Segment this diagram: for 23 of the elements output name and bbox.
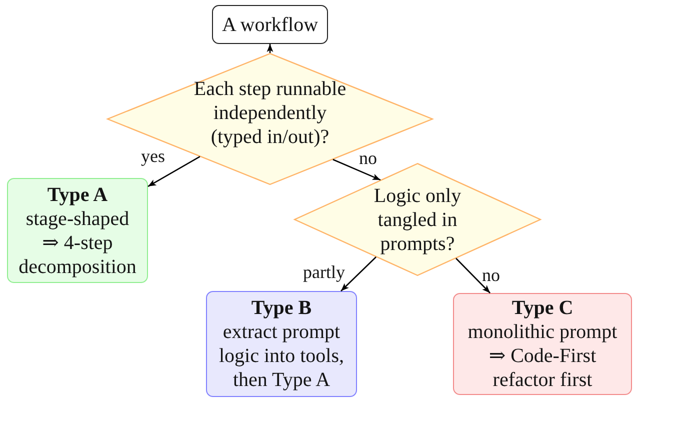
node-heading: Type B [251,296,312,320]
outcome-box [206,291,357,397]
arrow [340,256,376,292]
arrow [148,156,200,187]
node-heading: Type C [512,296,574,320]
outcome-box [7,178,148,283]
edge-label: no [482,265,500,285]
decision-question: Logic only tangled in prompts? [372,184,462,256]
decision-diamond [107,53,433,185]
outcome-box [453,293,632,395]
start-box [212,5,328,44]
node-text: monolithic prompt ⇒ Code-First refactor first [466,320,618,392]
node-text: stage-shaped ⇒ 4-step decomposition [18,206,138,278]
edge-label: yes [141,146,165,166]
edge-label: no [359,148,377,168]
arrow [332,158,381,181]
node-text: extract prompt logic into tools, then Type A [218,320,345,392]
node-label: A workflow [222,12,318,36]
node-heading: Type A [47,182,108,206]
arrow [456,258,491,294]
edge-label: partly [303,262,345,282]
arrow [266,44,274,53]
decision-question: Each step runnable independently (typed in/out)? [192,77,348,149]
